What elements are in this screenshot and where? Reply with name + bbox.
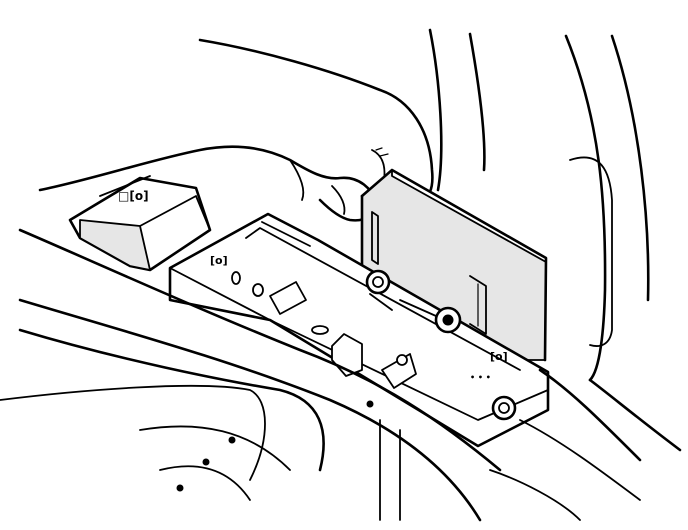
left-module-mark: □[o]: [118, 189, 149, 203]
left-small-module: □[o]: [68, 175, 212, 272]
rail-mark: [o]: [210, 254, 228, 267]
lower-right-mark: [o]: [490, 350, 508, 363]
lower-screw-icon: [491, 395, 517, 421]
upper-screw-icon: [365, 269, 393, 311]
dots-mark: • • •: [470, 373, 491, 382]
middle-screw-icon: [399, 299, 462, 334]
right-side-panel: [428, 28, 682, 452]
hand-illustration: [38, 38, 434, 224]
rail-holes: [231, 271, 408, 408]
floor-panel: [0, 228, 642, 522]
